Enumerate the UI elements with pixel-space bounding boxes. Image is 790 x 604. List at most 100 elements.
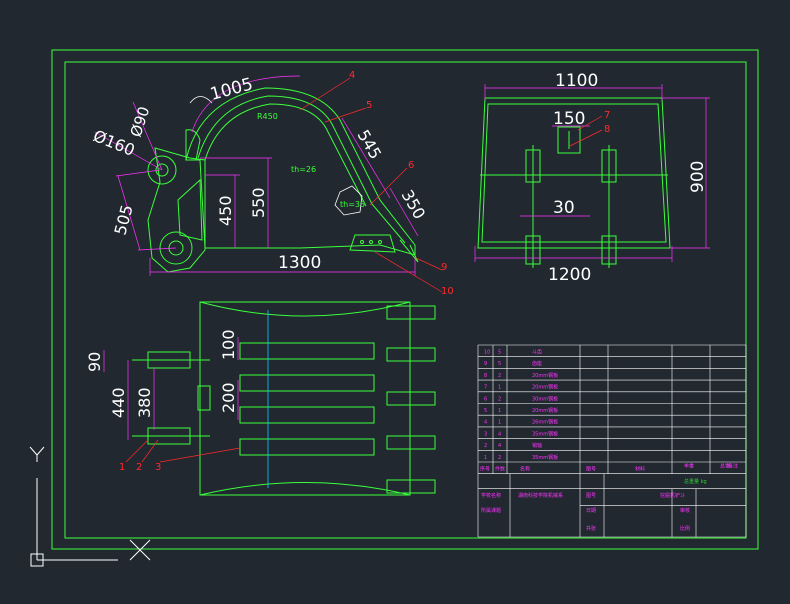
dim-350: 350 [398, 187, 430, 223]
dim-505: 505 [111, 203, 137, 237]
ucs-x-glyph [129, 539, 151, 561]
header-cell: 序号 [480, 466, 490, 473]
dim-545-line [341, 117, 391, 199]
parts-row-qty: 1 [498, 420, 501, 426]
leader-9 [415, 257, 443, 271]
dim-505-ext-b [137, 247, 177, 251]
dim-505-line [117, 175, 141, 251]
lower-pin-outer [159, 231, 193, 265]
parts-row-name: 销轴 [532, 442, 542, 449]
part-label-2: 2 [136, 462, 142, 473]
parts-row-qty: 4 [498, 443, 501, 449]
part-label-8: 8 [604, 124, 610, 135]
part-label-6: 6 [408, 160, 414, 171]
dim-200: 200 [219, 382, 238, 413]
dim-550: 550 [249, 187, 268, 218]
dim-90: Ø90 [127, 104, 154, 139]
dim-440: 440 [109, 387, 128, 418]
ucs-icon [29, 446, 151, 567]
annot-r450: R450 [257, 112, 278, 121]
parts-row-no: 8 [484, 373, 487, 379]
seat-hole-2 [369, 240, 373, 244]
ucs-origin-box [30, 553, 44, 567]
dim-30: 30 [553, 198, 575, 218]
plan-slot-1 [239, 342, 375, 360]
header-cell: 材料 [635, 466, 645, 473]
parts-row-no: 5 [484, 408, 487, 414]
header-cell: 备注 [728, 463, 738, 470]
parts-row-name: 30mm钢板 [532, 395, 558, 402]
inner-frame [64, 61, 747, 539]
front-inner-outline [481, 103, 667, 243]
parts-row-no: 10 [484, 350, 490, 356]
part-label-10: 10 [441, 286, 454, 297]
dim-900: 900 [688, 161, 708, 193]
dim-100: 100 [219, 329, 238, 360]
dim-1005: 1005 [208, 74, 255, 105]
part-label-4: 4 [349, 70, 355, 81]
upper-pin-outer [147, 155, 177, 185]
parts-row-no: 1 [484, 455, 487, 461]
leader-1 [125, 439, 149, 463]
parts-row-name: 20mm钢板 [532, 384, 558, 391]
lug-plate [147, 147, 206, 273]
leader-5 [324, 107, 367, 123]
drawing-no-label: 图号 [586, 493, 596, 499]
parts-row-qty: 2 [498, 455, 501, 461]
front-view: 1100 150 30 900 1200 7 8 [474, 71, 710, 285]
plan-bottom-curve [199, 482, 411, 496]
parts-row-no: 3 [484, 431, 487, 437]
plan-view: 90 100 440 380 200 1 2 3 [85, 301, 436, 496]
dim-1300: 1300 [278, 253, 321, 273]
dim-1005-arc [191, 75, 301, 133]
header-cell: 总重 [720, 463, 730, 470]
parts-row-no: 4 [484, 420, 487, 426]
seat-hole-3 [378, 240, 382, 244]
parts-row-no: 7 [484, 385, 487, 391]
header-cell: 单重 [684, 463, 694, 470]
parts-row-name: 26mm钢板 [532, 419, 558, 426]
header-cell: 件数 [495, 466, 505, 473]
part-label-3: 3 [155, 462, 161, 473]
leader-6 [369, 167, 408, 206]
parts-row-no: 6 [484, 396, 487, 402]
leader-10 [374, 251, 443, 293]
parts-row-name: 35mm钢板 [532, 430, 558, 437]
leader-8 [569, 129, 603, 147]
checker-label: 审核 [680, 507, 690, 514]
scale-label: 比例 [680, 525, 690, 532]
header-cell: 名称 [520, 466, 530, 473]
dim-380: 380 [135, 387, 154, 418]
parts-row-qty: 2 [498, 396, 501, 402]
front-plate [557, 126, 581, 154]
ucs-y-glyph [29, 446, 45, 462]
dim-1100: 1100 [555, 71, 598, 91]
parts-row-qty: 5 [498, 361, 501, 367]
parts-row-qty: 2 [498, 373, 501, 379]
parts-row-name: 斗齿 [532, 350, 542, 356]
plan-tooth-4 [386, 435, 436, 450]
cutout-outline [334, 185, 363, 216]
dim-1200: 1200 [548, 265, 591, 285]
part-label-5: 5 [366, 100, 372, 111]
part-label-7: 7 [604, 110, 610, 121]
parts-row-qty: 1 [498, 385, 501, 391]
parts-row-name: 齿座 [532, 360, 542, 367]
weight-note: 总重量 kg [684, 478, 707, 485]
bucket-inner-curve [197, 95, 406, 244]
plan-tooth-5 [386, 479, 436, 494]
leader-3 [159, 447, 241, 463]
parts-row-qty: 4 [498, 431, 501, 437]
school-value: 湖南科技学院机械系 [518, 492, 563, 499]
side-view: 1005 Ø90 Ø160 505 450 550 545 350 1300 R… [91, 70, 454, 297]
annot-th26: th=26 [291, 165, 316, 174]
side-stiffener [177, 178, 203, 241]
parts-row-no: 2 [484, 443, 487, 449]
bucket-outline [185, 87, 416, 256]
plan-tooth-3 [386, 391, 436, 406]
plan-top-curve [199, 301, 411, 317]
leader-7 [577, 115, 603, 131]
drawing-frame [51, 49, 759, 550]
